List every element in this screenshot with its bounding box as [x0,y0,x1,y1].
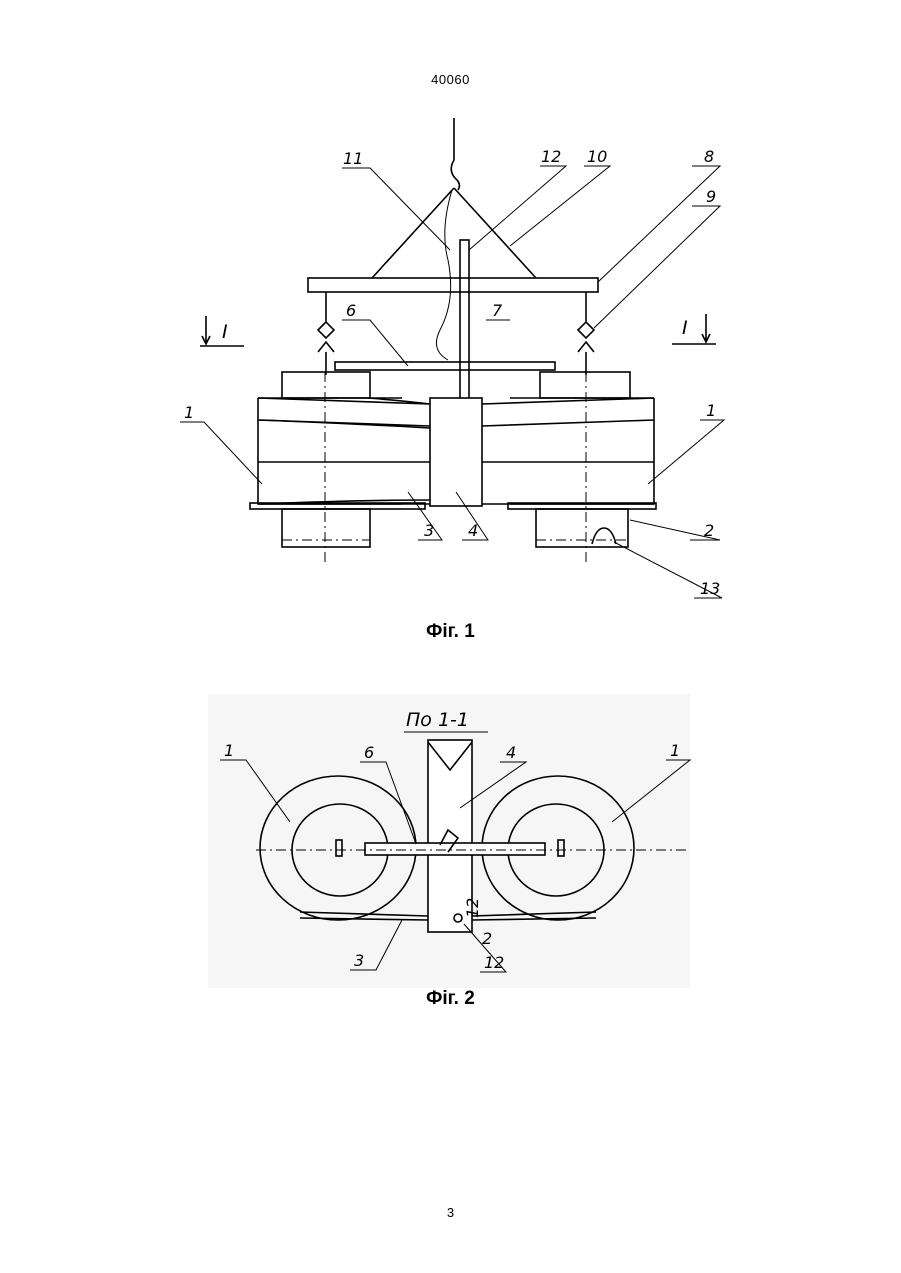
mark-2: 2 [482,929,492,948]
item-13 [592,528,616,544]
fig2-label-12: 12 [484,953,504,972]
label-7: 7 [492,301,503,320]
section-label-left: I [222,321,228,343]
coil-left-taper [260,398,430,504]
fig2-label-1-left: 1 [224,741,234,760]
label-10: 10 [587,147,607,166]
fig2-label-6: 6 [364,743,374,762]
hanger-left [318,292,334,375]
figure-2-caption: Фіг. 2 [0,988,901,1010]
label-2: 2 [704,521,714,540]
central-block-4 [430,398,482,506]
fig2-label-3: 3 [354,951,364,970]
section-title: По 1-1 [406,709,469,731]
fig2-label-4: 4 [506,743,516,762]
figure-1-caption: Фіг. 1 [0,621,901,643]
coil-left-bands [258,398,402,504]
coil-right-1 [482,398,654,504]
label-8: 8 [704,147,714,166]
bottom-cylinder-2 [536,509,628,547]
label-12: 12 [541,147,561,166]
page-number: 3 [0,1205,901,1220]
platform-6 [335,362,555,370]
top-cylinder-right [540,372,630,398]
fig2-label-1-right: 1 [670,741,680,760]
mark-12: 12 [463,898,482,918]
label-1-right: 1 [706,401,716,420]
label-13: 13 [700,579,720,598]
label-1-left: 1 [184,403,194,422]
coil-right-bands [510,398,654,504]
top-cylinder-left [282,372,370,398]
section-label-right: I [682,317,688,339]
label-4: 4 [468,521,478,540]
hook-rope [436,190,452,360]
label-3: 3 [424,521,434,540]
beam-8 [308,278,598,292]
crane-hook [451,118,459,190]
sling-10 [372,188,536,278]
platform-bar-6 [365,843,545,855]
label-6: 6 [346,301,356,320]
figure-2-drawing: По 1-1 12 2 1 6 4 1 3 12 [208,694,690,988]
post-12 [460,240,469,400]
section-mark-right [672,314,716,344]
bottom-cylinder-left [282,509,370,547]
figure-1-drawing: 11 12 10 8 9 6 7 I I 1 1 3 4 2 13 [180,118,724,598]
label-11: 11 [343,149,363,168]
label-9: 9 [706,187,716,206]
hanger-9 [578,292,594,375]
coil-left-1 [258,398,430,504]
